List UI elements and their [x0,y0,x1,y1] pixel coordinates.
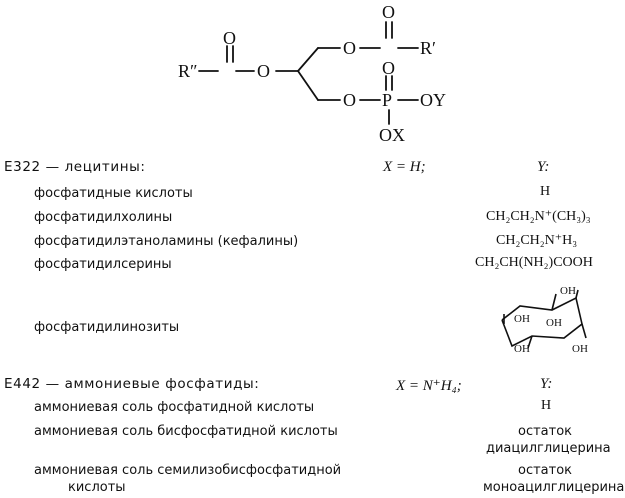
inositol-oh: OH [514,343,530,355]
e442-row-name: аммониевая соль семилизобисфосфатидной [34,463,342,478]
atom-r-prime: R′ [420,38,436,58]
e442-row-y: остаток [518,424,573,439]
e442-row-y: H [541,398,552,413]
inositol-oh: OH [546,317,562,329]
atom-phosphorus: P [382,90,392,110]
e322-row-name: фосфатидилсерины [34,257,172,272]
atom-ester-o-phosphate: O [343,90,356,110]
e322-row-y: H [540,184,551,199]
e322-row-name: фосфатидилхолины [34,210,173,225]
e322-row-y: CH₂CH₂N⁺(CH₃)₃ [486,209,591,224]
atom-ester-o-left: O [257,61,270,81]
e442-row-name: кислоты [68,480,126,495]
glycerophospholipid-structure: R″ O O O O R′ O P O OY OX [178,2,446,145]
inositol-oh: OH [572,343,588,355]
e322-row-y: CH₂CH₂N⁺H₃ [496,233,578,248]
e322-row-y: CH₂CH(NH₂)COOH [475,255,593,270]
atom-ox: OX [379,125,405,145]
e442-row-y: остаток [518,463,573,478]
e322-row-name: фосфатидилинозиты [34,320,180,335]
e442-row-y: диацилглицерина [486,441,611,456]
e442-row-y: моноацилглицерина [483,480,625,495]
atom-ester-o-right: O [343,38,356,58]
e442-y-label: Y: [540,376,553,392]
e442-x-label: X = N⁺H₄; [396,378,462,394]
atom-oy: OY [420,90,446,110]
e442-row-name: аммониевая соль бисфосфатидной кислоты [34,424,338,439]
e322-y-label: Y: [537,159,550,175]
atom-carbonyl-o-right: O [382,2,395,22]
e442-row-name: аммониевая соль фосфатидной кислоты [34,400,315,415]
inositol-ring-structure: OH OH OH OH OH [501,285,588,355]
atom-phosphoryl-o: O [382,58,395,78]
e322-x-label: X = H; [383,159,426,175]
e322-row-name: фосфатидилэтаноламины (кефалины) [34,234,299,249]
atom-carbonyl-o-left: O [223,28,236,48]
e322-title: E322 — лецитины: [4,159,146,175]
atom-r-double-prime: R″ [178,61,198,81]
e442-title: E442 — аммониевые фосфатиды: [4,376,260,392]
inositol-oh: OH [514,313,530,325]
inositol-oh: OH [560,285,576,297]
e322-row-name: фосфатидные кислоты [34,186,193,201]
